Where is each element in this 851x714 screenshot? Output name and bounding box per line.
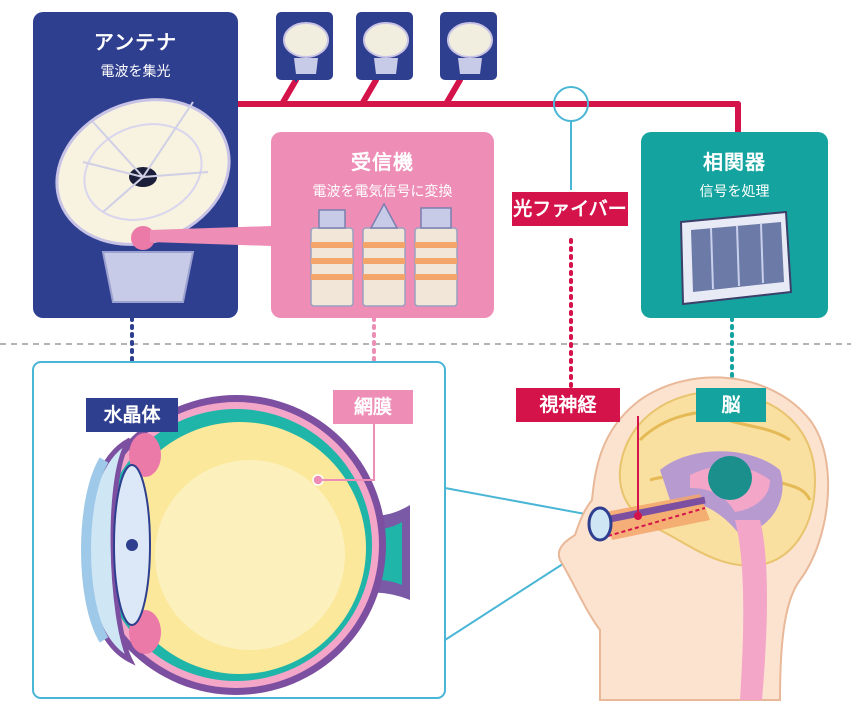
correlator-subtitle: 信号を処理 [699, 184, 770, 200]
small-antenna-2 [356, 12, 413, 80]
small-antenna-1 [276, 12, 333, 80]
receiver-box: 受信機 電波を電気信号に変換 [271, 132, 494, 318]
receiver-units-icon [310, 202, 458, 307]
antenna-dish-icon [55, 98, 231, 303]
antenna-dish-icon [363, 22, 409, 74]
antenna-box: アンテナ 電波を集光 [33, 12, 238, 318]
antenna-subtitle: 電波を集光 [100, 64, 171, 80]
optic-nerve-label: 視神経 [516, 388, 620, 422]
correlator-title: 相関器 [703, 150, 766, 174]
receiver-subtitle: 電波を電気信号に変換 [312, 184, 453, 200]
head-illustration [557, 376, 830, 701]
small-antenna-3 [440, 12, 497, 80]
retina-label: 網膜 [333, 390, 413, 424]
correlator-box: 相関器 信号を処理 [641, 132, 828, 318]
server-rack-icon [679, 210, 793, 306]
antenna-dish-icon [447, 22, 493, 74]
receiver-title: 受信機 [351, 150, 414, 174]
eye-illustration [81, 395, 410, 695]
brain-label: 脳 [696, 388, 766, 422]
antenna-dish-icon [283, 22, 329, 74]
lens-label: 水晶体 [86, 398, 178, 432]
antenna-title: アンテナ [93, 30, 178, 54]
fiber-network [233, 77, 741, 135]
fiber-label: 光ファイバー [512, 192, 628, 226]
